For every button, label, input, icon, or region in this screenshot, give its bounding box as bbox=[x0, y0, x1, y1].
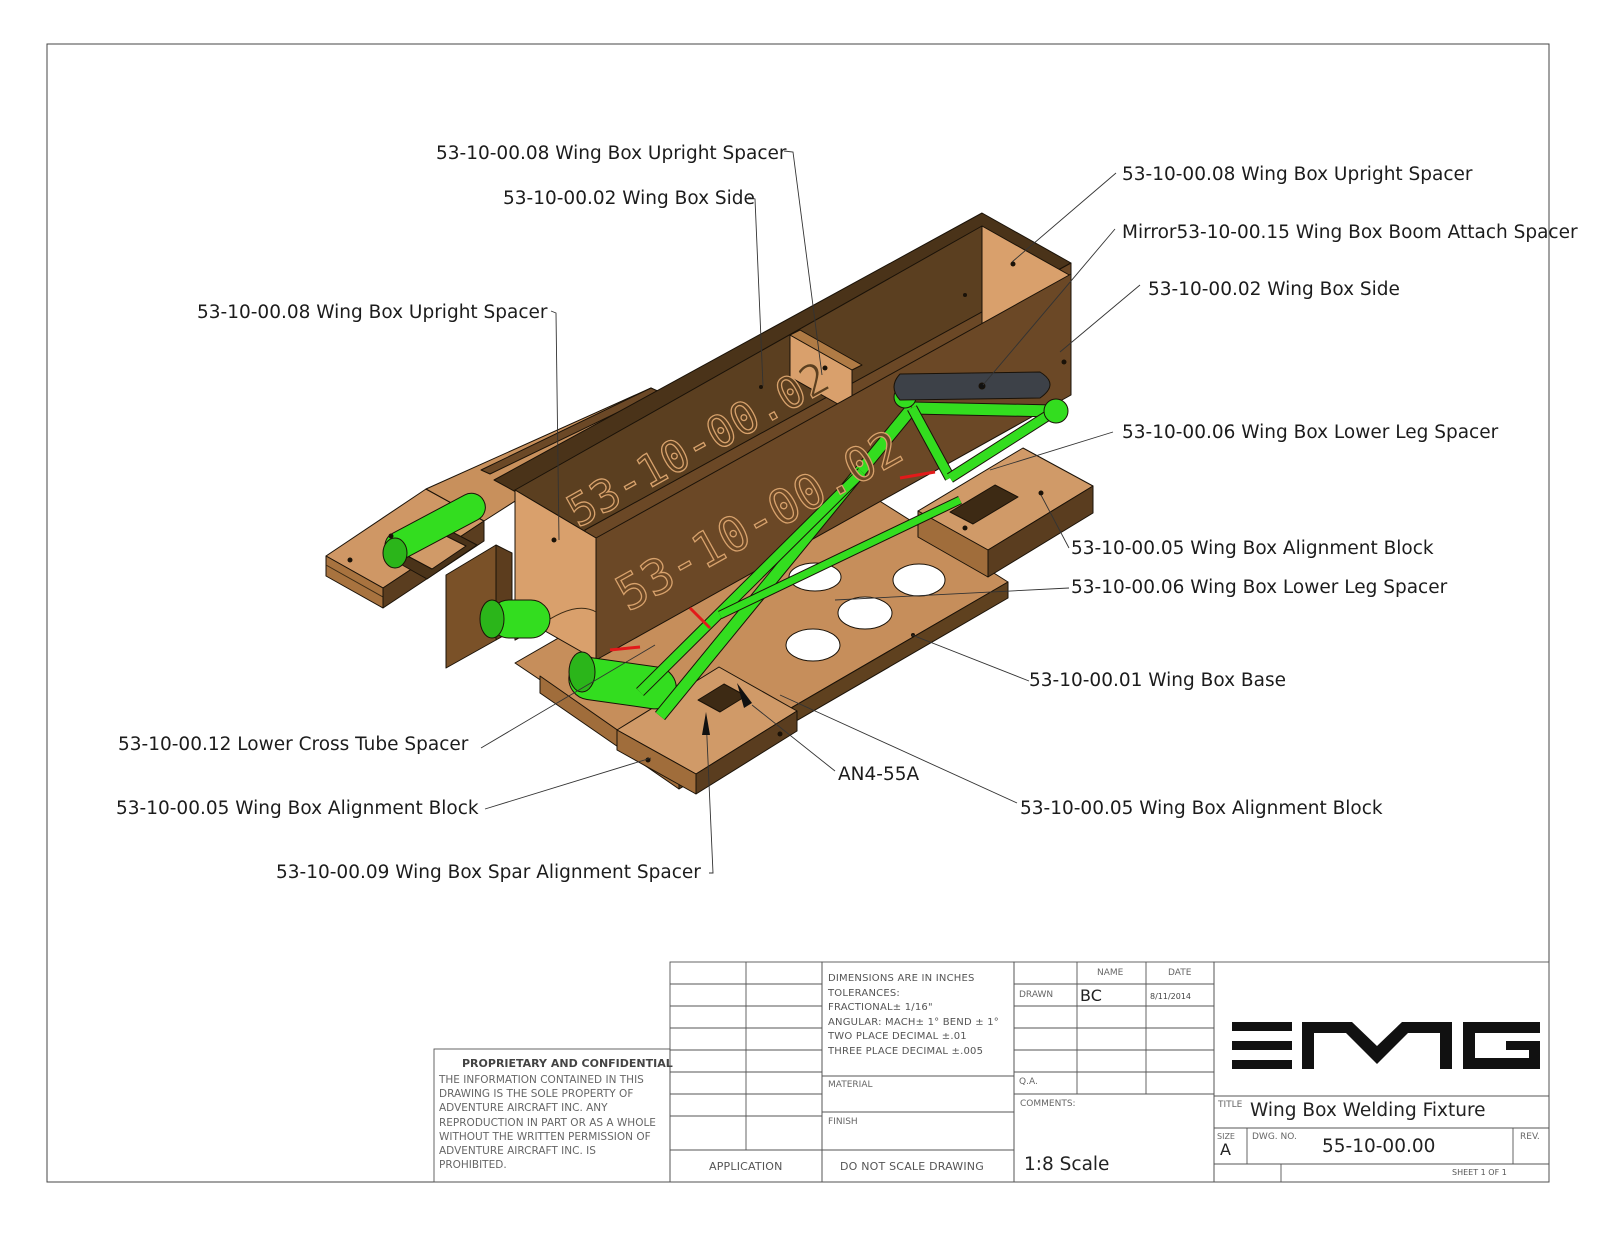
callout-alignment-block-right: 53-10-00.05 Wing Box Alignment Block bbox=[1071, 538, 1434, 559]
dimensions-line-2: TOLERANCES: bbox=[828, 987, 900, 999]
size-value: A bbox=[1220, 1140, 1231, 1159]
proprietary-body: THE INFORMATION CONTAINED IN THIS DRAWIN… bbox=[439, 1074, 656, 1172]
callout-an4-55a: AN4-55A bbox=[838, 764, 920, 785]
callout-wing-box-base: 53-10-00.01 Wing Box Base bbox=[1029, 670, 1286, 691]
name-header: NAME bbox=[1097, 968, 1124, 978]
callout-lower-leg-spacer-1: 53-10-00.06 Wing Box Lower Leg Spacer bbox=[1122, 422, 1499, 443]
green-tubes bbox=[382, 385, 1069, 721]
arrow-an4 bbox=[737, 683, 752, 708]
rev-label: REV. bbox=[1520, 1132, 1540, 1142]
date-header: DATE bbox=[1168, 968, 1192, 978]
drawn-label: DRAWN bbox=[1019, 990, 1054, 1000]
callout-spar-alignment-spacer: 53-10-00.09 Wing Box Spar Alignment Spac… bbox=[276, 862, 701, 883]
emg-logo bbox=[1232, 1022, 1540, 1069]
callout-upright-spacer-top: 53-10-00.08 Wing Box Upright Spacer bbox=[436, 143, 787, 164]
base-hole-1 bbox=[892, 563, 946, 597]
sheet-number: SHEET 1 OF 1 bbox=[1452, 1168, 1507, 1177]
do-not-scale-label: DO NOT SCALE DRAWING bbox=[840, 1160, 984, 1173]
arrow-spar-spacer bbox=[702, 712, 710, 735]
dimensions-line-6: THREE PLACE DECIMAL ±.005 bbox=[828, 1045, 984, 1057]
dimensions-line-1: DIMENSIONS ARE IN INCHES bbox=[828, 973, 975, 984]
callout-wing-box-side-top: 53-10-00.02 Wing Box Side bbox=[503, 188, 755, 209]
callout-upright-spacer-left: 53-10-00.08 Wing Box Upright Spacer bbox=[197, 302, 548, 323]
dimensions-line-5: TWO PLACE DECIMAL ±.01 bbox=[828, 1031, 967, 1042]
right-block-side bbox=[987, 485, 1094, 578]
callout-wing-box-side-right: 53-10-00.02 Wing Box Side bbox=[1148, 279, 1400, 300]
callout-alignment-block-left: 53-10-00.05 Wing Box Alignment Block bbox=[116, 798, 479, 819]
boom-attach-spacer bbox=[893, 371, 1051, 401]
proprietary-heading: PROPRIETARY AND CONFIDENTIAL bbox=[462, 1057, 673, 1070]
material-label: MATERIAL bbox=[828, 1080, 873, 1090]
mounting-holes bbox=[347, 261, 1067, 763]
callout-upright-spacer-right: 53-10-00.08 Wing Box Upright Spacer bbox=[1122, 164, 1473, 185]
dimensions-notes: DIMENSIONS ARE IN INCHES TOLERANCES: FRA… bbox=[828, 972, 999, 1059]
callout-lower-leg-spacer-2: 53-10-00.06 Wing Box Lower Leg Spacer bbox=[1071, 577, 1448, 598]
fixture-model bbox=[325, 212, 1094, 795]
drawn-name: BC bbox=[1080, 986, 1102, 1005]
right-block-slot bbox=[949, 484, 1019, 525]
drawn-date: 8/11/2014 bbox=[1150, 992, 1192, 1001]
dwg-no-label: DWG. NO. bbox=[1252, 1132, 1297, 1142]
callout-cross-tube-spacer: 53-10-00.12 Lower Cross Tube Spacer bbox=[118, 734, 469, 755]
qa-label: Q.A. bbox=[1019, 1077, 1038, 1087]
scale-value: 1:8 Scale bbox=[1024, 1154, 1110, 1175]
callout-alignment-block-bottom: 53-10-00.05 Wing Box Alignment Block bbox=[1020, 798, 1383, 819]
base-hole-3 bbox=[785, 628, 841, 662]
leader-lines bbox=[480, 150, 1141, 874]
base-hole-2 bbox=[837, 596, 893, 630]
comments-label: COMMENTS: bbox=[1020, 1099, 1076, 1109]
red-rods bbox=[609, 470, 936, 652]
drawing-title: Wing Box Welding Fixture bbox=[1250, 1100, 1486, 1121]
application-label: APPLICATION bbox=[709, 1160, 783, 1173]
dimensions-line-4: ANGULAR: MACH± 1° BEND ± 1° bbox=[828, 1016, 999, 1028]
callout-boom-attach-spacer: Mirror53-10-00.15 Wing Box Boom Attach S… bbox=[1122, 222, 1578, 243]
drawing-number: 55-10-00.00 bbox=[1322, 1136, 1436, 1157]
title-block-grid bbox=[433, 961, 1550, 1183]
title-label: TITLE bbox=[1218, 1100, 1243, 1110]
size-label: SIZE bbox=[1217, 1132, 1235, 1141]
finish-label: FINISH bbox=[828, 1117, 858, 1127]
dimensions-line-3: FRACTIONAL± 1/16" bbox=[828, 1002, 933, 1013]
